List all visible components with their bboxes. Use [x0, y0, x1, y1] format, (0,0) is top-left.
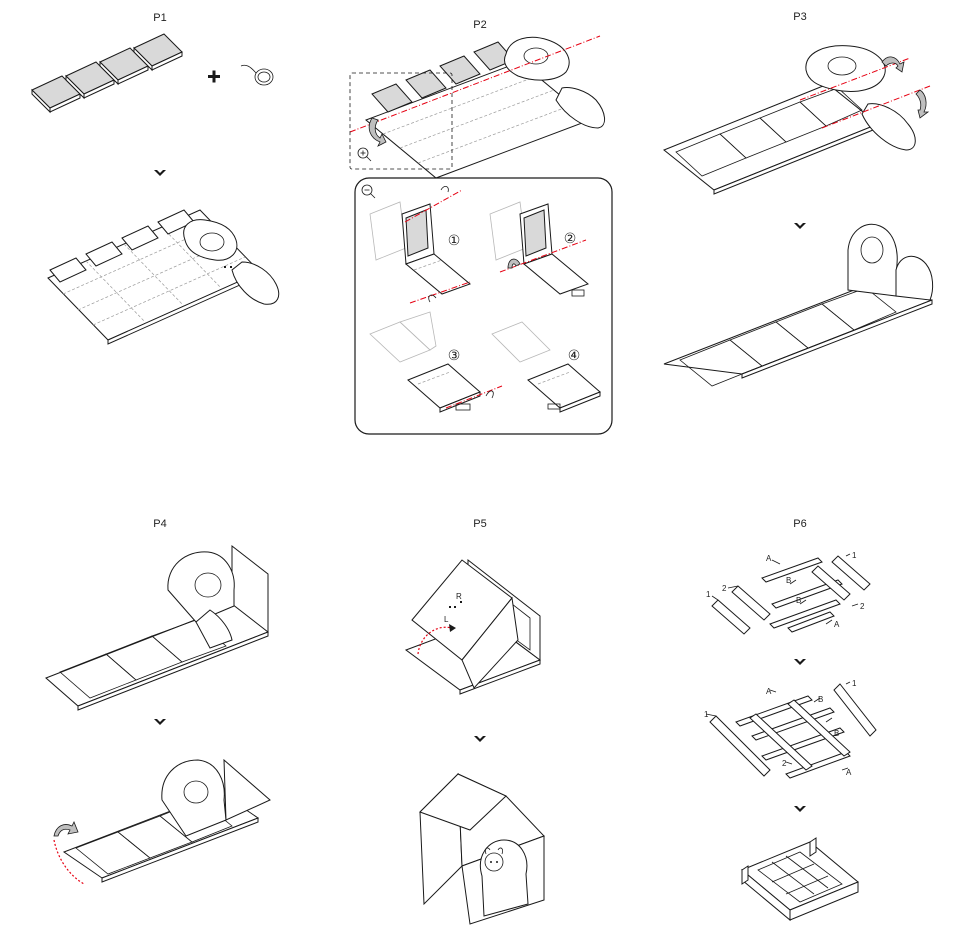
- part-label-1-right: 1: [852, 551, 857, 560]
- step-title-p4: P4: [153, 518, 166, 530]
- step-title-p1: P1: [153, 12, 166, 24]
- part-label-2-left: 2: [722, 584, 727, 593]
- p6-assembled-grid: [741, 837, 859, 922]
- part-label-b-upper: B: [786, 576, 791, 585]
- sub-step-4-figure: [491, 321, 601, 413]
- step-title-p6: P6: [793, 518, 806, 530]
- chevron-down-icon: [794, 806, 806, 812]
- hinge-spring-icon: [240, 64, 274, 86]
- sub-step-1-label: ①: [448, 233, 461, 249]
- sub-step-2-figure: [489, 201, 589, 297]
- zoom-region: [349, 72, 453, 170]
- p6-parts-aligned: [705, 681, 877, 779]
- part-label-a-top: A: [766, 554, 772, 563]
- part-label-b-lower: B: [796, 596, 801, 605]
- part-label-b-upper-aligned: B: [818, 695, 823, 704]
- part-label-1-left: 1: [706, 590, 711, 599]
- p1-pads: [31, 33, 183, 114]
- chevron-down-icon: [154, 170, 166, 176]
- p6-parts-loose: [711, 553, 871, 635]
- p1-flat-sheet: [47, 209, 280, 345]
- chevron-down-icon: [154, 719, 166, 725]
- door-mark-l: L: [444, 615, 449, 624]
- p5-finished-house: [419, 772, 545, 925]
- p4-box-fold: [53, 758, 271, 885]
- sub-step-3-figure: [369, 311, 503, 413]
- p3-sheet: [663, 45, 931, 195]
- sub-step-4-label: ④: [568, 348, 581, 364]
- part-label-1-right-aligned: 1: [852, 679, 857, 688]
- chevron-down-icon: [794, 659, 806, 665]
- p3-folded: [663, 223, 934, 387]
- sub-step-1-figure: [369, 186, 471, 304]
- zoom-in-icon: [357, 147, 372, 162]
- part-label-a-bottom-aligned: A: [846, 768, 852, 777]
- chevron-down-icon: [474, 736, 486, 742]
- part-label-a-bottom: A: [834, 620, 840, 629]
- door-mark-r: R: [456, 592, 462, 601]
- step-title-p5: P5: [473, 518, 486, 530]
- part-label-2-aligned: 2: [782, 759, 787, 768]
- zoom-out-icon: [361, 184, 376, 199]
- p4-box-open: [45, 544, 269, 711]
- sub-step-2-label: ②: [564, 231, 577, 247]
- sub-step-3-label: ③: [448, 348, 461, 364]
- part-label-b-lower-aligned: B: [834, 729, 839, 738]
- part-label-1-left-aligned: 1: [704, 710, 709, 719]
- chevron-down-icon: [794, 223, 806, 229]
- step-title-p3: P3: [793, 11, 806, 23]
- plus-icon: [208, 70, 220, 83]
- p5-box-close: [404, 558, 542, 695]
- p2-detail-panel: [354, 177, 613, 435]
- part-label-a-top-aligned: A: [766, 687, 772, 696]
- step-title-p2: P2: [473, 19, 486, 31]
- p2-sheet: [349, 35, 605, 179]
- part-label-2-right: 2: [860, 602, 865, 611]
